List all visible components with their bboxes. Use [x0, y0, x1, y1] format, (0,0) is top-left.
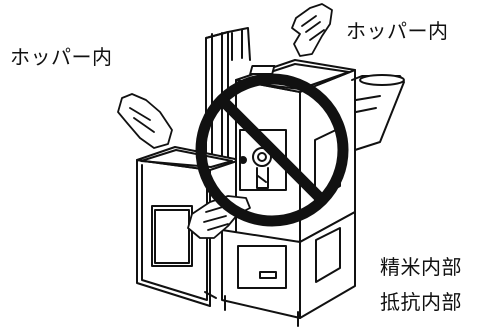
- label-hopper-right: ホッパー内: [346, 19, 449, 43]
- left-body: [136, 146, 241, 307]
- lower-panel: [237, 245, 287, 289]
- label-milling-interior: 精米内部: [380, 255, 462, 279]
- label-resistance-interior: 抵抗内部: [380, 290, 462, 314]
- dial-knob: [252, 147, 272, 167]
- lower-body: [221, 211, 356, 327]
- no-sign-icon: [195, 73, 349, 227]
- left-panel: [151, 205, 193, 267]
- label-hopper-left: ホッパー内: [10, 45, 113, 69]
